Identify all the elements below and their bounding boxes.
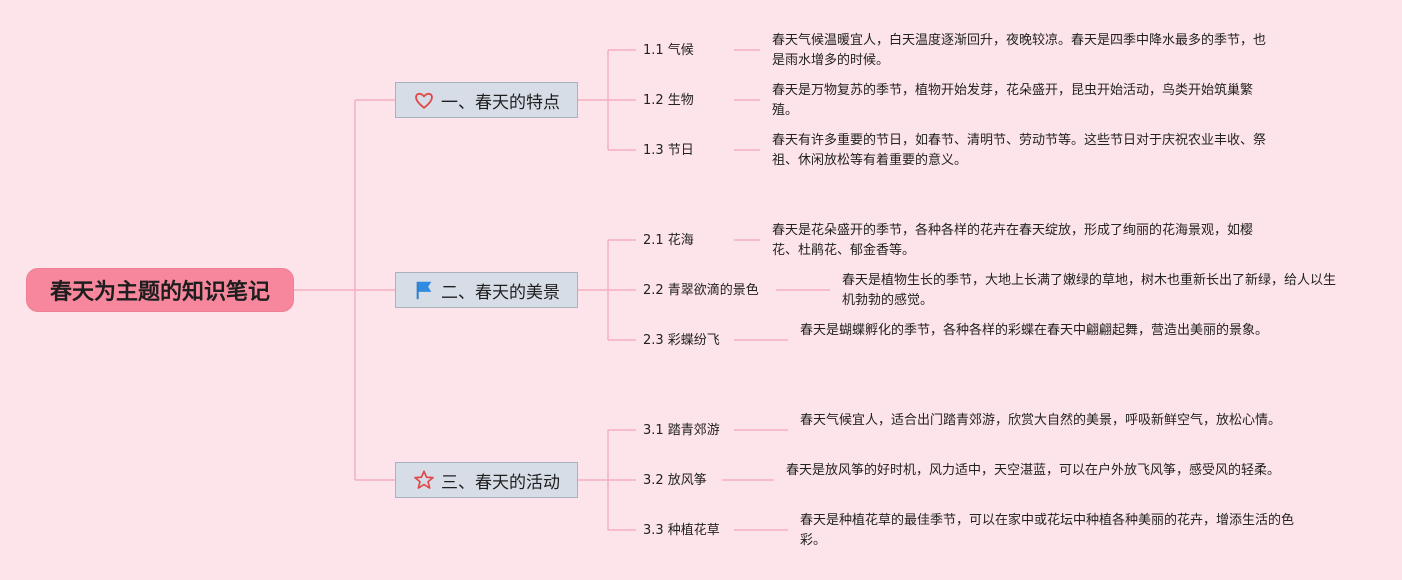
section-label: 三、春天的活动 bbox=[441, 472, 560, 493]
section-node-scenery[interactable]: 二、春天的美景 bbox=[395, 272, 578, 308]
desc-1-2[interactable]: 春天是万物复苏的季节，植物开始发芽，花朵盛开，昆虫开始活动，鸟类开始筑巢繁殖。 bbox=[772, 83, 1254, 118]
section-label: 一、春天的特点 bbox=[441, 92, 560, 113]
topic-2-1[interactable]: 2.1 花海 bbox=[643, 233, 694, 248]
desc-2-1[interactable]: 春天是花朵盛开的季节，各种各样的花卉在春天绽放，形成了绚丽的花海景观，如樱花、杜… bbox=[772, 223, 1254, 258]
desc-2-3[interactable]: 春天是蝴蝶孵化的季节，各种各样的彩蝶在春天中翩翩起舞，营造出美丽的景象。 bbox=[800, 323, 1269, 338]
desc-3-2[interactable]: 春天是放风筝的好时机，风力适中，天空湛蓝，可以在户外放飞风筝，感受风的轻柔。 bbox=[786, 463, 1281, 478]
topic-2-2[interactable]: 2.2 青翠欲滴的景色 bbox=[643, 283, 759, 298]
connector-section-1 bbox=[578, 49, 636, 151]
root-node[interactable]: 春天为主题的知识笔记 bbox=[26, 268, 294, 312]
connector-root bbox=[294, 99, 395, 481]
topic-2-3[interactable]: 2.3 彩蝶纷飞 bbox=[643, 333, 720, 348]
topic-1-2[interactable]: 1.2 生物 bbox=[643, 93, 694, 108]
desc-3-3[interactable]: 春天是种植花草的最佳季节，可以在家中或花坛中种植各种美丽的花卉，增添生活的色彩。 bbox=[800, 513, 1295, 548]
connector-section-3 bbox=[578, 429, 636, 531]
desc-1-1[interactable]: 春天气候温暖宜人，白天温度逐渐回升，夜晚较凉。春天是四季中降水最多的季节，也是雨… bbox=[772, 33, 1267, 68]
section-label: 二、春天的美景 bbox=[441, 282, 560, 303]
topic-1-3[interactable]: 1.3 节日 bbox=[643, 143, 694, 158]
section-node-activities[interactable]: 三、春天的活动 bbox=[395, 462, 578, 498]
topic-3-2[interactable]: 3.2 放风筝 bbox=[643, 473, 707, 488]
root-title: 春天为主题的知识笔记 bbox=[49, 280, 270, 305]
heart-icon bbox=[413, 89, 435, 111]
topic-3-3[interactable]: 3.3 种植花草 bbox=[643, 523, 720, 538]
topic-1-1[interactable]: 1.1 气候 bbox=[643, 43, 694, 58]
flag-icon bbox=[413, 279, 435, 301]
star-icon bbox=[413, 469, 435, 491]
connector-section-2 bbox=[578, 239, 636, 341]
topic-3-1[interactable]: 3.1 踏青郊游 bbox=[643, 423, 720, 438]
section-node-characteristics[interactable]: 一、春天的特点 bbox=[395, 82, 578, 118]
desc-1-3[interactable]: 春天有许多重要的节日，如春节、清明节、劳动节等。这些节日对于庆祝农业丰收、祭祖、… bbox=[772, 133, 1267, 168]
desc-2-2[interactable]: 春天是植物生长的季节，大地上长满了嫩绿的草地，树木也重新长出了新绿，给人以生机勃… bbox=[842, 273, 1337, 308]
desc-3-1[interactable]: 春天气候宜人，适合出门踏青郊游，欣赏大自然的美景，呼吸新鲜空气，放松心情。 bbox=[800, 413, 1282, 428]
